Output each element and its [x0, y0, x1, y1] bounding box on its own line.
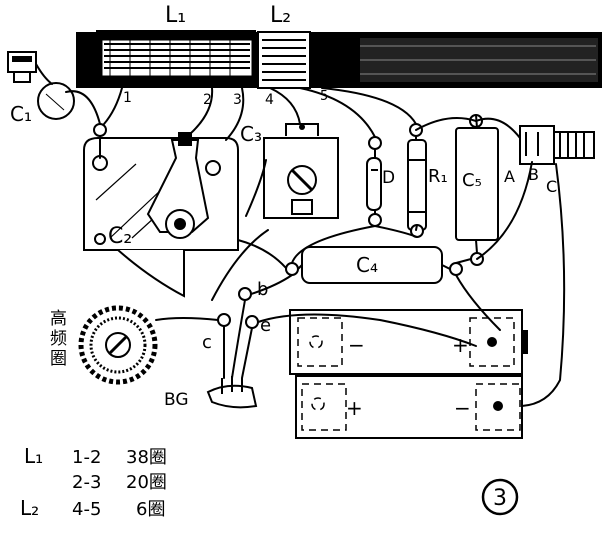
c3-label: C₃ — [240, 122, 262, 146]
transistor-e-label: e — [260, 315, 271, 336]
trimmer-capacitor-c3 — [263, 123, 339, 219]
resistor-r1 — [407, 139, 427, 231]
tap-5-label: 5 — [320, 89, 328, 104]
l1-label: L₁ — [165, 3, 186, 28]
l2-label: L₂ — [270, 3, 291, 28]
legend-row1-turns: 38圈 — [126, 447, 167, 468]
tap-4-label: 4 — [265, 92, 274, 108]
battery-bottom-plus: + — [346, 396, 363, 420]
coil-turns-legend: L₁ 1-2 38圈 2-3 20圈 L₂ 4-5 6圈 — [20, 444, 167, 520]
capacitor-c1 — [37, 82, 75, 120]
battery-top-plus: + — [452, 333, 469, 357]
c5-label: C₅ — [462, 170, 482, 191]
wiring — [35, 63, 566, 407]
c1-label: C₁ — [10, 102, 32, 126]
legend-row3-coil: L₂ — [20, 496, 39, 520]
legend-row2-taps: 2-3 — [72, 472, 101, 493]
r1-label: R₁ — [428, 166, 448, 187]
c4-label: C₄ — [356, 253, 378, 277]
legend-row1-coil: L₁ — [24, 444, 43, 468]
battery-bottom — [295, 375, 523, 439]
transistor-c-label: c — [202, 332, 212, 353]
legend-row3-turns: 6圈 — [136, 499, 165, 520]
variable-capacitor-c2 — [83, 132, 239, 298]
legend-row3-taps: 4-5 — [72, 499, 101, 520]
transistor-name-label: BG — [164, 390, 189, 410]
terminal-b-label: B — [528, 165, 539, 184]
earphone-jack — [519, 125, 595, 165]
battery-top-minus: − — [348, 333, 365, 357]
diode-d — [366, 157, 382, 211]
terminal-c-label: C — [546, 177, 557, 196]
legend-row1-taps: 1-2 — [72, 447, 101, 468]
figure-number-text: 3 — [493, 486, 507, 511]
legend-row2-turns: 20圈 — [126, 472, 167, 493]
dial-label-char-2: 频 — [50, 329, 67, 349]
tap-3-label: 3 — [233, 92, 242, 108]
dial-label-char-1: 高 — [50, 309, 67, 329]
terminal-a-label: A — [504, 167, 515, 186]
figure-number: 3 — [481, 478, 519, 516]
dial-label-char-3: 圈 — [50, 349, 67, 369]
tap-1-label: 1 — [123, 90, 132, 106]
d-label: D — [382, 168, 395, 188]
antenna-clip — [7, 51, 37, 83]
transistor-bg — [206, 376, 258, 409]
tuning-dial — [78, 305, 158, 385]
c2-label: C₂ — [108, 224, 132, 249]
battery-bottom-minus: − — [454, 396, 471, 420]
coil-l1-winding — [96, 30, 256, 88]
battery-top — [289, 309, 528, 375]
coil-l2-winding — [257, 31, 311, 89]
tap-2-label: 2 — [203, 92, 212, 108]
